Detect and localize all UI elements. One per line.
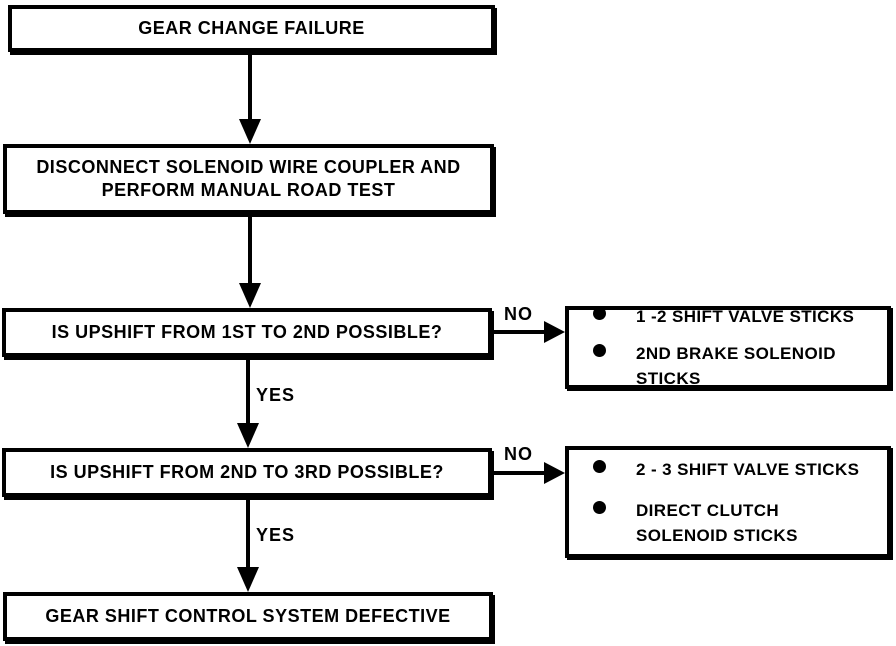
cause-label: 2ND BRAKE SOLENOID STICKS xyxy=(636,344,836,388)
cause-label: 1 -2 SHIFT VALVE STICKS xyxy=(636,307,855,326)
arrow-down-icon xyxy=(237,423,259,448)
node-result-2nd-3rd-causes: 2 - 3 SHIFT VALVE STICKS DIRECT CLUTCH S… xyxy=(565,446,891,558)
step-line1: DISCONNECT SOLENOID WIRE COUPLER AND xyxy=(36,157,461,177)
node-question-upshift-2nd-3rd: IS UPSHIFT FROM 2ND TO 3RD POSSIBLE? xyxy=(2,448,492,497)
node-question-upshift-1st-2nd-label: IS UPSHIFT FROM 1ST TO 2ND POSSIBLE? xyxy=(51,322,443,342)
bullet-icon xyxy=(593,344,606,357)
node-gear-change-failure-label: GEAR CHANGE FAILURE xyxy=(138,18,365,38)
arrow-down-icon xyxy=(237,567,259,592)
edge-label-yes-1: YES xyxy=(256,385,296,405)
bullet-icon xyxy=(593,459,606,473)
arrow-right-icon xyxy=(544,321,565,343)
list-item: DIRECT CLUTCH SOLENOID STICKS xyxy=(593,498,873,548)
arrow-question1-yes-line xyxy=(246,357,250,425)
arrow-question2-no-line xyxy=(492,471,546,475)
cause-label: 2 - 3 SHIFT VALVE STICKS xyxy=(636,459,860,479)
edge-label-no-2: NO xyxy=(504,444,533,464)
node-question-upshift-1st-2nd: IS UPSHIFT FROM 1ST TO 2ND POSSIBLE? xyxy=(2,308,492,357)
node-disconnect-solenoid: DISCONNECT SOLENOID WIRE COUPLER AND PER… xyxy=(3,144,494,214)
node-question-upshift-2nd-3rd-label: IS UPSHIFT FROM 2ND TO 3RD POSSIBLE? xyxy=(50,462,444,482)
node-gear-shift-control-defective: GEAR SHIFT CONTROL SYSTEM DEFECTIVE xyxy=(3,592,493,641)
list-item: 2ND BRAKE SOLENOID STICKS xyxy=(593,341,873,391)
bullet-icon xyxy=(593,500,606,514)
arrow-start-to-step-line xyxy=(248,52,252,121)
bullet-icon xyxy=(593,307,606,320)
arrow-question2-yes-line xyxy=(246,497,250,567)
edge-label-no-1: NO xyxy=(504,304,533,324)
arrow-down-icon xyxy=(239,283,261,308)
node-disconnect-solenoid-label: DISCONNECT SOLENOID WIRE COUPLER AND PER… xyxy=(36,156,460,202)
node-result-1st-2nd-causes: 1 -2 SHIFT VALVE STICKS 2ND BRAKE SOLENO… xyxy=(565,306,891,389)
node-gear-change-failure: GEAR CHANGE FAILURE xyxy=(8,5,495,52)
arrow-question1-no-line xyxy=(492,330,546,334)
list-item: 1 -2 SHIFT VALVE STICKS xyxy=(593,304,873,329)
cause-label: DIRECT CLUTCH SOLENOID STICKS xyxy=(636,500,798,545)
list-item: 2 - 3 SHIFT VALVE STICKS xyxy=(593,457,873,482)
node-gear-shift-control-defective-label: GEAR SHIFT CONTROL SYSTEM DEFECTIVE xyxy=(45,606,451,626)
step-line2: PERFORM MANUAL ROAD TEST xyxy=(101,180,396,200)
arrow-down-icon xyxy=(239,119,261,144)
arrow-right-icon xyxy=(544,462,565,484)
arrow-step-to-question1-line xyxy=(248,214,252,285)
edge-label-yes-2: YES xyxy=(256,525,296,545)
